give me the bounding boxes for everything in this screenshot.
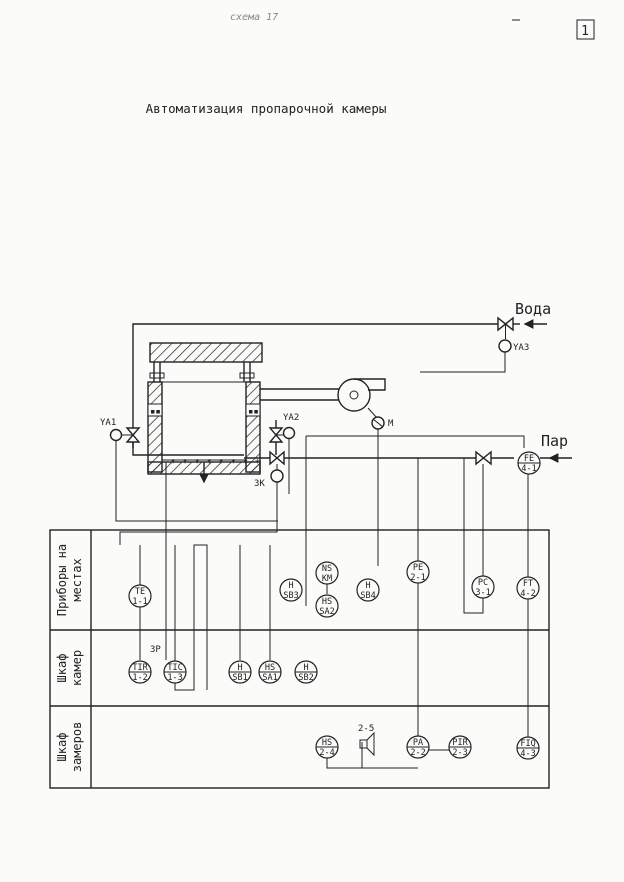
svg-text:4-2: 4-2 bbox=[520, 589, 535, 599]
svg-text:TIR: TIR bbox=[132, 663, 148, 673]
instrument-ft-4-2: FT4-2 bbox=[516, 576, 540, 600]
row-label-cabinet-line1: Шкаф bbox=[55, 654, 69, 683]
steam-control-valve-icon bbox=[475, 450, 492, 466]
location-table bbox=[49, 529, 550, 789]
row-label-field-line2: местах bbox=[70, 558, 84, 601]
page-number: 1 bbox=[581, 24, 589, 39]
svg-text:* * * * * * * *: * * * * * * * * bbox=[170, 458, 260, 469]
svg-text:2-4: 2-4 bbox=[319, 748, 334, 758]
svg-text:H: H bbox=[288, 581, 293, 591]
tag-siren: 2-5 bbox=[358, 724, 374, 734]
svg-text:1-1: 1-1 bbox=[132, 597, 147, 607]
svg-text:FT: FT bbox=[523, 579, 533, 589]
svg-text:4-3: 4-3 bbox=[520, 749, 535, 759]
instrument-fe-4-1: FE4-1 bbox=[517, 451, 541, 475]
solenoid-ya1 bbox=[109, 428, 123, 442]
svg-text:1-3: 1-3 bbox=[167, 673, 182, 683]
svg-text:H: H bbox=[237, 663, 242, 673]
page-number-box bbox=[576, 19, 595, 40]
svg-text:4-1: 4-1 bbox=[521, 464, 536, 474]
steam-valve-3k-icon bbox=[269, 450, 285, 466]
tag-ya3: YA3 bbox=[513, 343, 529, 353]
tag-ya2: YA2 bbox=[283, 413, 299, 423]
svg-text:2-3: 2-3 bbox=[452, 748, 467, 758]
chamber-wall-left bbox=[147, 381, 163, 473]
tag-ya1: YA1 bbox=[100, 418, 116, 428]
tag-3p: 3P bbox=[150, 645, 161, 655]
chamber-lid bbox=[149, 342, 263, 363]
svg-text:SA1: SA1 bbox=[262, 673, 277, 683]
svg-text:FIQ: FIQ bbox=[520, 739, 535, 749]
svg-text:NS: NS bbox=[322, 564, 332, 574]
instrument-pa-2-2: PA2-2 bbox=[406, 735, 430, 759]
row-label-metering-line1: Шкаф bbox=[55, 733, 69, 762]
instrument-te-1-1: TE1-1 bbox=[128, 584, 152, 608]
svg-text:SB3: SB3 bbox=[283, 591, 298, 601]
svg-text:PE: PE bbox=[413, 563, 423, 573]
svg-text:HS: HS bbox=[265, 663, 275, 673]
svg-text:SB2: SB2 bbox=[298, 673, 313, 683]
svg-text:SB1: SB1 bbox=[232, 673, 247, 683]
svg-text:KM: KM bbox=[322, 574, 332, 584]
row-label-metering-line2: замеров bbox=[70, 722, 84, 773]
svg-text:TIC: TIC bbox=[167, 663, 182, 673]
siren-icon bbox=[359, 731, 375, 757]
tag-motor-m: M bbox=[388, 419, 394, 429]
process-schematic: YA3 Вода ▪▪ ▪▪ * * * * * * * * bbox=[100, 300, 572, 545]
svg-text:1-2: 1-2 bbox=[132, 673, 147, 683]
water-label: Вода bbox=[515, 300, 551, 318]
row-label-cabinet-line2: камер bbox=[70, 650, 84, 686]
svg-text:HS: HS bbox=[322, 738, 332, 748]
svg-text:SB4: SB4 bbox=[360, 591, 375, 601]
header-scribble: схема 17 bbox=[230, 12, 278, 23]
svg-text:2-1: 2-1 bbox=[410, 573, 425, 583]
tag-3k: 3K bbox=[254, 479, 265, 489]
svg-text:2-2: 2-2 bbox=[410, 748, 425, 758]
svg-text:▪▪: ▪▪ bbox=[248, 407, 259, 417]
fan-icon bbox=[337, 378, 386, 412]
solenoid-ya2 bbox=[282, 426, 296, 440]
solenoid-ya3 bbox=[498, 339, 512, 353]
steam-label: Пар bbox=[541, 432, 568, 450]
svg-text:PC: PC bbox=[478, 578, 488, 588]
svg-text:PA: PA bbox=[413, 738, 423, 748]
svg-text:FE: FE bbox=[524, 454, 534, 464]
svg-text:3-1: 3-1 bbox=[475, 588, 490, 598]
water-valve-icon bbox=[497, 316, 514, 339]
svg-text:SA2: SA2 bbox=[319, 607, 334, 617]
actuator-3k bbox=[270, 469, 284, 483]
svg-text:▪▪: ▪▪ bbox=[150, 407, 161, 417]
svg-text:H: H bbox=[303, 663, 308, 673]
svg-text:TE: TE bbox=[135, 587, 145, 597]
motor-m-icon bbox=[371, 416, 385, 430]
instrument-pc-3-1: PC3-1 bbox=[471, 575, 495, 599]
svg-text:HS: HS bbox=[322, 597, 332, 607]
page-title: Автоматизация пропарочной камеры bbox=[146, 101, 387, 116]
instrument-hs-2-4: HS2-4 bbox=[315, 735, 339, 759]
instrument-pe-2-1: PE2-1 bbox=[406, 560, 430, 584]
svg-text:PIR: PIR bbox=[452, 738, 468, 748]
row-label-field-line1: Приборы на bbox=[55, 544, 69, 616]
svg-text:H: H bbox=[365, 581, 370, 591]
